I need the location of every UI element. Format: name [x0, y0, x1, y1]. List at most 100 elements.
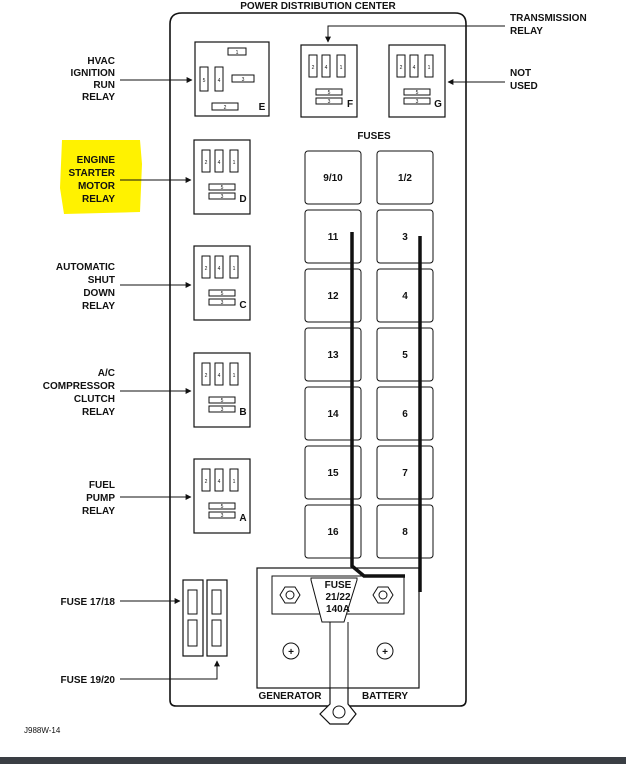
battery-terminal-icon [376, 642, 394, 660]
relay-letter: G [434, 99, 442, 110]
pin-label: 5 [221, 185, 224, 191]
terminal-nut-right-hole [378, 590, 388, 600]
pin-label: 5 [221, 504, 224, 510]
engine-starter-relay-label: ENGINE STARTER MOTOR RELAY [69, 155, 116, 205]
pin-label: 1 [233, 373, 236, 379]
pin-label: 5 [416, 90, 419, 96]
relay-letter: B [239, 407, 246, 418]
not-used-label: NOT USED [510, 68, 538, 92]
label-line: RELAY [82, 506, 115, 517]
figure-id: J988W-14 [24, 726, 61, 735]
diagram-title: POWER DISTRIBUTION CENTER [240, 1, 396, 12]
label-highlight [60, 140, 142, 214]
relay-letter: A [239, 513, 246, 524]
relay-c: 2 4 1 5 3 C [193, 245, 251, 321]
label-line: FUEL [89, 480, 115, 491]
fuel-pump-relay-label: FUEL PUMP RELAY [82, 480, 115, 517]
pin-label: 4 [218, 160, 221, 166]
label-line: STARTER [69, 168, 116, 179]
fuse-8: 8 [402, 527, 408, 538]
relay-letter: C [239, 300, 246, 311]
pin-label: 3 [416, 99, 419, 105]
relay-letter: F [347, 99, 353, 110]
relay-e: 1 5 4 3 2 E [194, 41, 270, 117]
label-line: A/C [98, 368, 115, 379]
fuse-14: 14 [327, 409, 339, 420]
pin-label: 4 [413, 65, 416, 71]
label-line: HVAC [87, 56, 115, 67]
pin-label: 5 [203, 78, 206, 84]
ground-stud-hole [332, 705, 346, 719]
label-line: PUMP [86, 493, 115, 504]
fuse-19-20-slot [206, 579, 228, 657]
fuse-6: 6 [402, 409, 408, 420]
pin-label: 2 [224, 105, 227, 111]
pin-label: 4 [218, 479, 221, 485]
main-fuse-block: FUSE 21/22 140A + + GENERATOR BATTERY [256, 567, 420, 725]
pin-label: 1 [233, 160, 236, 166]
label-line: RELAY [510, 26, 543, 37]
pin-label: 2 [400, 65, 403, 71]
terminal-nut-right [372, 586, 394, 604]
label-line: TRANSMISSION [510, 13, 587, 24]
label-line: DOWN [83, 288, 115, 299]
pin-label: 1 [340, 65, 343, 71]
pin-label: 4 [218, 78, 221, 84]
relay-a: 2 4 1 5 3 A [193, 458, 251, 534]
label-line: RELAY [82, 92, 115, 103]
pin-label: 4 [218, 373, 221, 379]
pin-label: 3 [221, 513, 224, 519]
fuse-7: 7 [402, 468, 408, 479]
label-line: RELAY [82, 301, 115, 312]
battery-label: BATTERY [362, 691, 408, 702]
main-fuse-line2: 21/22 [325, 592, 350, 603]
fuse-grid: 9/10 1/2 11 3 12 4 13 5 14 6 15 7 16 8 [304, 150, 434, 559]
fuse-11: 11 [328, 232, 339, 243]
generator-plus: + [288, 647, 294, 658]
transmission-arrow [325, 25, 505, 43]
pin-label: 1 [233, 479, 236, 485]
main-fuse-line1: FUSE [325, 580, 352, 591]
fuse-16: 16 [327, 527, 339, 538]
relay-letter: E [259, 102, 266, 113]
pin-label: 5 [221, 291, 224, 297]
label-line: CLUTCH [74, 394, 115, 405]
label-line: IGNITION [71, 68, 115, 79]
fuse-19-20-label: FUSE 19/20 [61, 675, 116, 686]
fuse-19-20-arrow [120, 660, 220, 680]
transmission-relay-label: TRANSMISSION RELAY [510, 13, 587, 37]
pin-label: 3 [221, 407, 224, 413]
label-line: RELAY [82, 194, 115, 205]
label-line: RUN [93, 80, 115, 91]
pin-label: 2 [312, 65, 315, 71]
battery-plus: + [382, 647, 388, 658]
ac-clutch-relay-label: A/C COMPRESSOR CLUTCH RELAY [43, 368, 116, 418]
relay-g: 2 4 1 5 3 G [388, 44, 446, 118]
generator-label: GENERATOR [259, 691, 323, 702]
pin-label: 2 [205, 479, 208, 485]
fuses-heading: FUSES [357, 131, 391, 142]
label-line: NOT [510, 68, 531, 79]
generator-terminal-icon [282, 642, 300, 660]
pin-label: 1 [236, 50, 239, 56]
relay-f: 2 4 1 5 3 F [300, 44, 358, 118]
pin-label: 5 [221, 398, 224, 404]
fuse-15: 15 [327, 468, 339, 479]
label-line: USED [510, 81, 538, 92]
pin-label: 3 [221, 194, 224, 200]
relay-letter: D [239, 194, 246, 205]
pin-label: 4 [218, 266, 221, 272]
pin-label: 1 [428, 65, 431, 71]
terminal-nut-left-hole [285, 590, 295, 600]
relay-b: 2 4 1 5 3 B [193, 352, 251, 428]
fuse-5: 5 [402, 350, 408, 361]
fuse-13: 13 [327, 350, 339, 361]
label-line: COMPRESSOR [43, 381, 116, 392]
pin-label: 5 [328, 90, 331, 96]
pin-label: 2 [205, 160, 208, 166]
terminal-nut-left [279, 586, 301, 604]
pin-label: 3 [328, 99, 331, 105]
bottom-bar [0, 757, 626, 764]
pin-label: 4 [325, 65, 328, 71]
label-line: AUTOMATIC [56, 262, 115, 273]
